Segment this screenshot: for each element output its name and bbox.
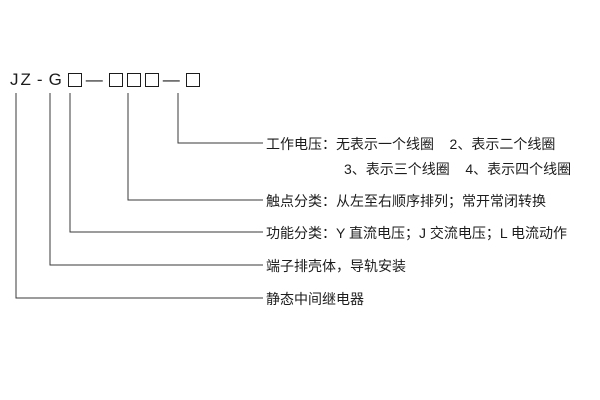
connector-function-classification — [69, 93, 263, 233]
connector-housing — [49, 93, 263, 266]
connector-product-name — [15, 93, 263, 299]
connector-working-voltage — [177, 93, 263, 144]
model-code-dash-1: — — [85, 70, 105, 89]
model-code-housing-letter: G — [48, 70, 64, 89]
function-placeholder-box — [67, 73, 82, 87]
model-code-dash-2: — — [162, 70, 182, 89]
annotation-working-voltage-line2: 3、表示三个线圈 4、表示四个线圈 — [344, 161, 572, 177]
contact-placeholder-boxes — [108, 73, 159, 87]
annotation-product-name: 静态中间继电器 — [266, 291, 364, 307]
connector-contact-classification — [127, 93, 263, 201]
contact-placeholder-box-3 — [144, 73, 159, 87]
model-code-series: JZ — [10, 70, 33, 89]
contact-placeholder-box-2 — [126, 73, 141, 87]
annotation-housing: 端子排壳体，导轨安装 — [266, 258, 406, 274]
model-code: JZ - G — — — [10, 70, 200, 90]
annotation-contact-classification: 触点分类：从左至右顺序排列；常开常闭转换 — [266, 193, 546, 209]
model-code-hyphen: - — [36, 70, 45, 89]
annotation-function-classification: 功能分类：Y 直流电压；J 交流电压；L 电流动作 — [266, 225, 568, 241]
contact-placeholder-box-1 — [108, 73, 123, 87]
voltage-placeholder-box — [185, 73, 200, 87]
annotation-working-voltage-line1: 工作电压：无表示一个线圈 2、表示二个线圈 — [266, 136, 556, 152]
